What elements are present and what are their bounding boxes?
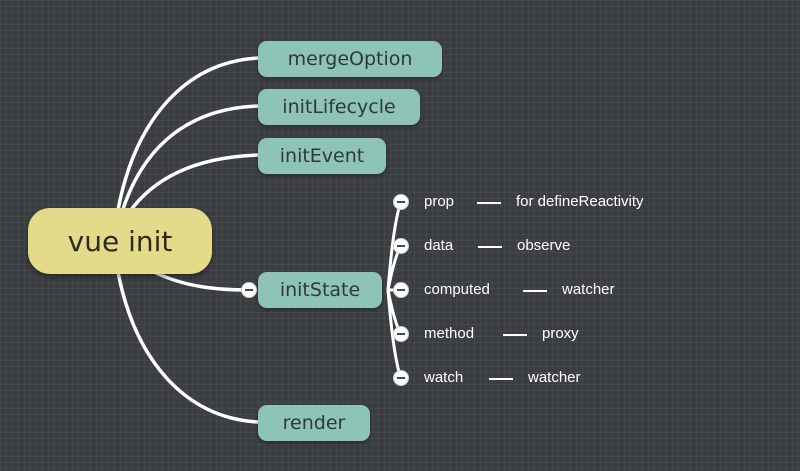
root-node-vue-init[interactable]: vue init — [28, 208, 212, 274]
child-detail-computed[interactable]: watcher — [562, 281, 615, 298]
child-dash-prop — [477, 202, 501, 204]
child-label-prop[interactable]: prop — [424, 193, 455, 210]
root-label: vue init — [67, 224, 173, 258]
branch-label: mergeOption — [287, 48, 413, 70]
child-dash-watch — [489, 378, 513, 380]
branch-label: initLifecycle — [282, 96, 396, 118]
connector-render — [116, 270, 260, 424]
branch-label: render — [282, 412, 346, 434]
connector-mergeOption — [116, 56, 260, 212]
child-detail-watch[interactable]: watcher — [528, 369, 581, 386]
child-detail-method[interactable]: proxy — [542, 325, 579, 342]
collapse-toggle-method[interactable] — [393, 326, 409, 342]
child-label-method[interactable]: method — [424, 325, 475, 342]
branch-label: initState — [279, 279, 361, 301]
connector-initState — [148, 268, 252, 292]
collapse-toggle-prop[interactable] — [393, 194, 409, 210]
collapse-toggle-data[interactable] — [393, 238, 409, 254]
child-label-data[interactable]: data — [424, 237, 454, 254]
branch-node-render[interactable]: render — [258, 405, 370, 441]
branch-node-initLifecycle[interactable]: initLifecycle — [258, 89, 420, 125]
child-label-watch[interactable]: watch — [424, 369, 464, 386]
collapse-toggle-watch[interactable] — [393, 370, 409, 386]
branch-node-initState[interactable]: initState — [258, 272, 382, 308]
child-detail-data[interactable]: observe — [517, 237, 571, 254]
child-dash-computed — [523, 290, 547, 292]
child-detail-prop[interactable]: for defineReactivity — [516, 193, 644, 210]
connector-initEvent — [126, 153, 260, 216]
collapse-toggle-computed[interactable] — [393, 282, 409, 298]
child-dash-data — [478, 246, 502, 248]
branch-node-mergeOption[interactable]: mergeOption — [258, 41, 442, 77]
child-label-computed[interactable]: computed — [424, 281, 490, 298]
branch-label: initEvent — [279, 145, 365, 167]
child-dash-method — [503, 334, 527, 336]
branch-node-initEvent[interactable]: initEvent — [258, 138, 386, 174]
connector-initLifecycle — [120, 104, 260, 214]
collapse-toggle-initState[interactable] — [241, 282, 257, 298]
